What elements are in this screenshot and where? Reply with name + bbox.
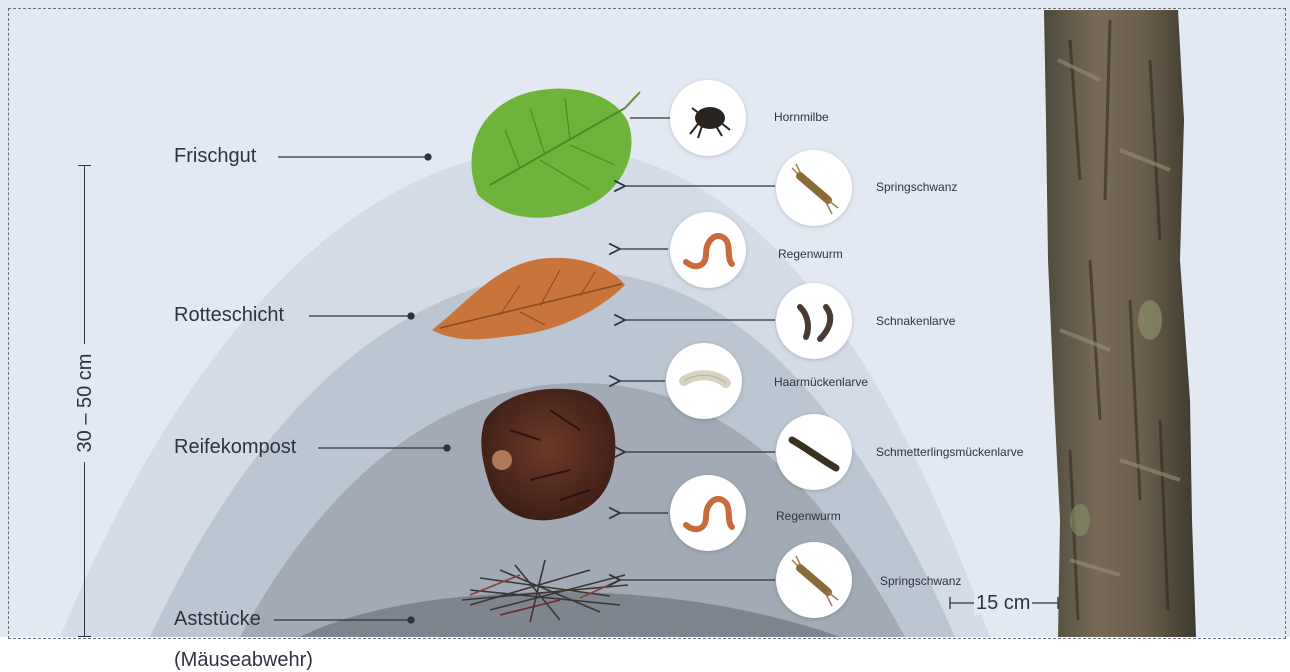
organism-label-regenwurm-2: Regenwurm bbox=[776, 509, 841, 523]
march-fly-larva-icon bbox=[666, 343, 742, 419]
organism-label-springschwanz-2: Springschwanz bbox=[880, 574, 961, 588]
organism-label-springschwanz-1: Springschwanz bbox=[876, 180, 957, 194]
haarmueckenlarve-photo bbox=[666, 343, 742, 419]
regenwurm-photo-1 bbox=[670, 212, 746, 288]
height-dimension-cap-bottom bbox=[78, 636, 91, 637]
organism-label-regenwurm-1: Regenwurm bbox=[778, 247, 843, 261]
moth-fly-larva-icon bbox=[776, 414, 852, 490]
springtail-icon bbox=[776, 150, 852, 226]
springschwanz-photo-2 bbox=[776, 542, 852, 618]
cranefly-larva-icon bbox=[776, 283, 852, 359]
earthworm-icon bbox=[670, 475, 746, 551]
schnakenlarve-photo bbox=[776, 283, 852, 359]
height-dimension-label: 30 – 50 cm bbox=[72, 344, 98, 462]
springschwanz-photo-1 bbox=[776, 150, 852, 226]
distance-dimension-label: 15 cm bbox=[974, 592, 1032, 615]
organism-label-hornmilbe: Hornmilbe bbox=[774, 110, 829, 124]
layer-label-frischgut: Frischgut bbox=[174, 145, 256, 168]
regenwurm-photo-2 bbox=[670, 475, 746, 551]
mite-icon bbox=[670, 80, 746, 156]
springtail-icon bbox=[776, 542, 852, 618]
organism-label-schmetterlingsmueckenlarve: Schmetterlingsmückenlarve bbox=[876, 445, 1023, 459]
organism-label-haarmueckenlarve: Haarmückenlarve bbox=[774, 375, 868, 389]
compost-image bbox=[481, 389, 615, 521]
hornmilbe-photo bbox=[670, 80, 746, 156]
height-dimension-cap-top bbox=[78, 165, 91, 166]
tree-trunk bbox=[1044, 10, 1196, 637]
schmetterlingsmueckenlarve-photo bbox=[776, 414, 852, 490]
layer-note-maeuseabwehr: (Mäuseabwehr) bbox=[174, 649, 313, 672]
layer-label-rotteschicht: Rotteschicht bbox=[174, 304, 284, 327]
layer-label-aststuecke: Aststücke bbox=[174, 608, 261, 631]
organism-label-schnakenlarve: Schnakenlarve bbox=[876, 314, 955, 328]
layer-label-reifekompost: Reifekompost bbox=[174, 436, 296, 459]
earthworm-icon bbox=[670, 212, 746, 288]
